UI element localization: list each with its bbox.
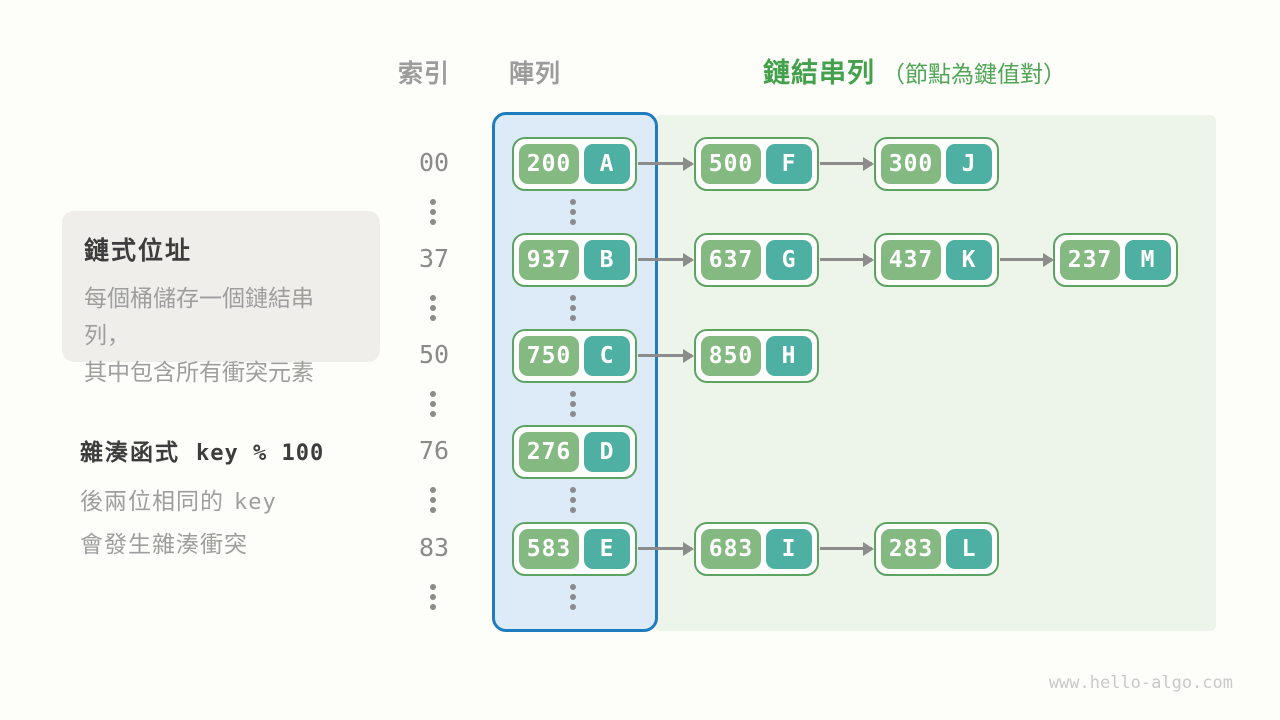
bucket-node-row00: 200 A bbox=[512, 137, 637, 191]
arrow-icon bbox=[820, 258, 872, 261]
node-key: 500 bbox=[701, 144, 761, 184]
vertical-ellipsis-icon bbox=[430, 584, 436, 610]
hash-note-line-1: 後兩位相同的 key bbox=[80, 482, 324, 516]
node-value: M bbox=[1125, 240, 1171, 280]
chain-node-row37-3: 237 M bbox=[1053, 233, 1178, 287]
watermark: www.hello-algo.com bbox=[1048, 673, 1233, 693]
arrow-icon bbox=[638, 547, 692, 550]
chain-node-row50-1: 850 H bbox=[694, 329, 819, 383]
node-key: 637 bbox=[701, 240, 761, 280]
chain-node-row37-2: 437 K bbox=[874, 233, 999, 287]
vertical-ellipsis-icon bbox=[430, 487, 436, 513]
chain-node-row00-2: 300 J bbox=[874, 137, 999, 191]
index-label-37: 37 bbox=[418, 244, 450, 273]
vertical-ellipsis-icon bbox=[570, 295, 576, 321]
node-key: 583 bbox=[519, 529, 579, 569]
index-label-76: 76 bbox=[418, 436, 450, 465]
vertical-ellipsis-icon bbox=[430, 391, 436, 417]
hash-function-name: 雜湊函式 bbox=[80, 439, 180, 465]
node-key: 437 bbox=[881, 240, 941, 280]
header-array: 陣列 bbox=[508, 60, 561, 88]
chain-node-row37-1: 637 G bbox=[694, 233, 819, 287]
hash-note-line-1-text: 後兩位相同的 bbox=[80, 488, 224, 514]
node-value: B bbox=[584, 240, 630, 280]
node-key: 283 bbox=[881, 529, 941, 569]
hash-function-label: 雜湊函式 key % 100 bbox=[80, 433, 324, 467]
chain-node-row00-1: 500 F bbox=[694, 137, 819, 191]
vertical-ellipsis-icon bbox=[570, 391, 576, 417]
header-linked-list-note: （節點為鍵值對） bbox=[882, 61, 1066, 87]
chaining-note-card: 鏈式位址 每個桶儲存一個鏈結串列， 其中包含所有衝突元素 bbox=[62, 211, 380, 385]
hash-note-line-2: 會發生雜湊衝突 bbox=[80, 531, 248, 557]
node-value: G bbox=[766, 240, 812, 280]
node-value: K bbox=[946, 240, 992, 280]
arrow-icon bbox=[638, 258, 692, 261]
node-value: D bbox=[584, 432, 630, 472]
hash-function-note: 雜湊函式 key % 100 後兩位相同的 key 會發生雜湊衝突 bbox=[80, 433, 324, 559]
node-key: 237 bbox=[1060, 240, 1120, 280]
vertical-ellipsis-icon bbox=[430, 199, 436, 225]
node-key: 200 bbox=[519, 144, 579, 184]
arrow-icon bbox=[638, 354, 692, 357]
header-index: 索引 bbox=[397, 60, 450, 88]
bucket-node-row76: 276 D bbox=[512, 425, 637, 479]
index-label-50: 50 bbox=[418, 340, 450, 369]
node-key: 850 bbox=[701, 336, 761, 376]
node-key: 683 bbox=[701, 529, 761, 569]
vertical-ellipsis-icon bbox=[570, 199, 576, 225]
arrow-icon bbox=[820, 162, 872, 165]
node-value: H bbox=[766, 336, 812, 376]
vertical-ellipsis-icon bbox=[570, 487, 576, 513]
header-linked-list: 鏈結串列 （節點為鍵值對） bbox=[763, 51, 1066, 90]
chaining-line-2: 其中包含所有衝突元素 bbox=[84, 359, 314, 385]
bucket-node-row50: 750 C bbox=[512, 329, 637, 383]
vertical-ellipsis-icon bbox=[430, 295, 436, 321]
node-key: 300 bbox=[881, 144, 941, 184]
node-value: I bbox=[766, 529, 812, 569]
arrow-icon bbox=[1000, 258, 1052, 261]
arrow-icon bbox=[638, 162, 692, 165]
node-value: C bbox=[584, 336, 630, 376]
hash-function-formula: key % 100 bbox=[196, 441, 325, 466]
chain-node-row83-2: 283 L bbox=[874, 522, 999, 576]
node-key: 937 bbox=[519, 240, 579, 280]
node-key: 276 bbox=[519, 432, 579, 472]
index-label-83: 83 bbox=[418, 533, 450, 562]
hash-note-line-1-code: key bbox=[234, 490, 277, 515]
arrow-icon bbox=[820, 547, 872, 550]
header-linked-list-title: 鏈結串列 bbox=[763, 58, 875, 88]
vertical-ellipsis-icon bbox=[570, 584, 576, 610]
node-value: J bbox=[946, 144, 992, 184]
node-value: F bbox=[766, 144, 812, 184]
node-value: L bbox=[946, 529, 992, 569]
bucket-node-row37: 937 B bbox=[512, 233, 637, 287]
chaining-title: 鏈式位址 bbox=[84, 237, 193, 265]
index-label-00: 00 bbox=[418, 148, 450, 177]
bucket-node-row83: 583 E bbox=[512, 522, 637, 576]
chain-node-row83-1: 683 I bbox=[694, 522, 819, 576]
chaining-line-1: 每個桶儲存一個鏈結串列， bbox=[84, 285, 314, 348]
node-key: 750 bbox=[519, 336, 579, 376]
node-value: E bbox=[584, 529, 630, 569]
node-value: A bbox=[584, 144, 630, 184]
